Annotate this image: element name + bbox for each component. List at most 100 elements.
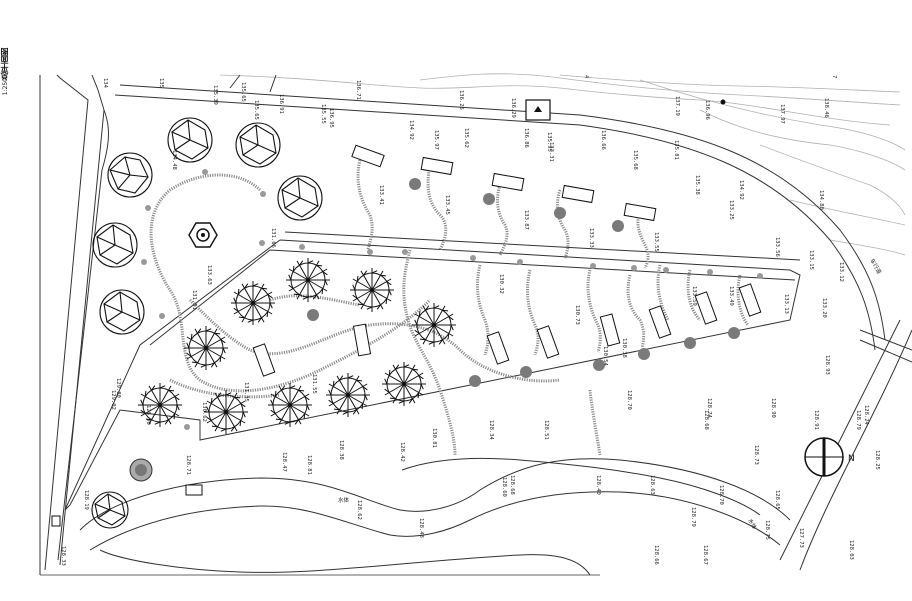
cabin-building [351, 144, 385, 168]
elevation-label: 128.70 [718, 485, 724, 505]
road-label: 车行道 [868, 257, 883, 276]
elevation-label: 134.92 [408, 120, 414, 140]
elevation-label: 134 [102, 78, 108, 89]
elevation-label: 128.65 [774, 490, 780, 510]
elevation-label: 7 [831, 75, 837, 78]
elevation-label: 128.79 [690, 507, 696, 527]
elevation-label: 128.70 [626, 390, 632, 410]
elevation-label: 137.19 [674, 96, 680, 116]
cabin-group [252, 144, 762, 377]
cabin-building [252, 343, 276, 377]
shrub [184, 424, 190, 430]
elevation-label: 135.39 [212, 85, 218, 105]
elevation-label: 128.38 [338, 440, 344, 460]
elevation-label: 136.91 [278, 94, 284, 114]
elevation-label: 135.97 [433, 130, 439, 150]
elevation-label: 137.97 [779, 104, 785, 124]
shrub [469, 375, 481, 387]
contour-lines [219, 73, 906, 256]
elevation-label: 128.63 [649, 475, 655, 495]
elevation-label: 129.80 [115, 378, 121, 398]
shrub [520, 366, 532, 378]
canopy-tree [92, 222, 138, 268]
radial-tree [350, 268, 394, 312]
canopy-tree [277, 175, 323, 221]
southeast-road [779, 319, 912, 571]
elevation-label: 135.55 [320, 104, 326, 124]
elevation-label: 130.73 [574, 305, 580, 325]
elevation-label: 130.81 [431, 428, 437, 448]
elevation-label: 135 [158, 78, 164, 88]
shrub [202, 169, 208, 175]
shrub [707, 269, 713, 275]
water-label: 水体 [338, 496, 350, 504]
elevation-label: 134.48 [171, 150, 177, 170]
elevation-label: 133.25 [728, 200, 734, 220]
elevation-label: 133.49 [728, 286, 734, 306]
elevation-label: 135.81 [673, 140, 679, 160]
cabin-building [738, 283, 762, 317]
building-icon [525, 99, 551, 121]
elevation-label: 133.59 [691, 286, 697, 306]
shrub [663, 267, 669, 273]
elevation-label: 135.95 [546, 132, 552, 152]
shrub [590, 263, 596, 269]
elevation-label: 133.13 [783, 294, 789, 314]
elevation-label: 128.51 [543, 420, 549, 440]
cabin-building [420, 156, 454, 176]
shrub [409, 178, 421, 190]
elevation-label: 136.95 [328, 108, 334, 128]
canopy-tree [235, 122, 281, 168]
elevation-label: 128.60 [501, 477, 507, 497]
elevation-label: 128.62 [356, 500, 362, 520]
elevation-label: 127.73 [798, 528, 804, 548]
elevation-label: 128.48 [418, 518, 424, 538]
radial-tree [412, 303, 456, 347]
canopy-tree [107, 152, 153, 198]
small-structure [185, 484, 203, 496]
elevation-label: 130.62 [201, 402, 207, 422]
elevation-label: 136.86 [523, 128, 529, 148]
radial-tree [204, 390, 248, 434]
elevation-label: 131.66 [270, 228, 276, 248]
elevation-label: 136.71 [355, 80, 361, 100]
elevation-label: 128.67 [702, 545, 708, 565]
shrub [141, 259, 147, 265]
elevation-label: 133.45 [444, 195, 450, 215]
elevation-label: 133.55 [653, 232, 659, 252]
garden-paths [149, 159, 750, 456]
elevation-label: 136.29 [510, 98, 516, 118]
radial-tree [382, 362, 426, 406]
elevation-label: 135.62 [463, 128, 469, 148]
hexagon-pavilion [188, 222, 218, 248]
elevation-label: 128.93 [824, 355, 830, 375]
elevation-label: 128.90 [145, 405, 151, 425]
radial-tree [326, 373, 370, 417]
elevation-label: 128.91 [813, 410, 819, 430]
shrub [470, 255, 476, 261]
cabin-building [599, 313, 621, 347]
elevation-label: 131.55 [311, 374, 317, 394]
left-road [44, 74, 109, 571]
shrub [307, 309, 319, 321]
elevation-label: 130.38 [621, 338, 627, 358]
cabin-building [694, 291, 718, 325]
elevation-label: 128.68 [703, 410, 709, 430]
elevation-label: 135.65 [240, 82, 246, 102]
shrub [159, 313, 165, 319]
elevation-label: 138.46 [823, 98, 829, 118]
compass: N [804, 437, 855, 477]
elevation-label: 135.38 [694, 175, 700, 195]
elevation-label: 130.32 [498, 274, 504, 294]
survey-point [720, 99, 726, 105]
elevation-label: 128.47 [281, 452, 287, 472]
elevation-label: 136.66 [600, 130, 606, 150]
shrub [684, 337, 696, 349]
shrub [593, 359, 605, 371]
shrub [402, 249, 408, 255]
shrub [517, 259, 523, 265]
radial-tree [231, 281, 275, 325]
shrub [728, 327, 740, 339]
